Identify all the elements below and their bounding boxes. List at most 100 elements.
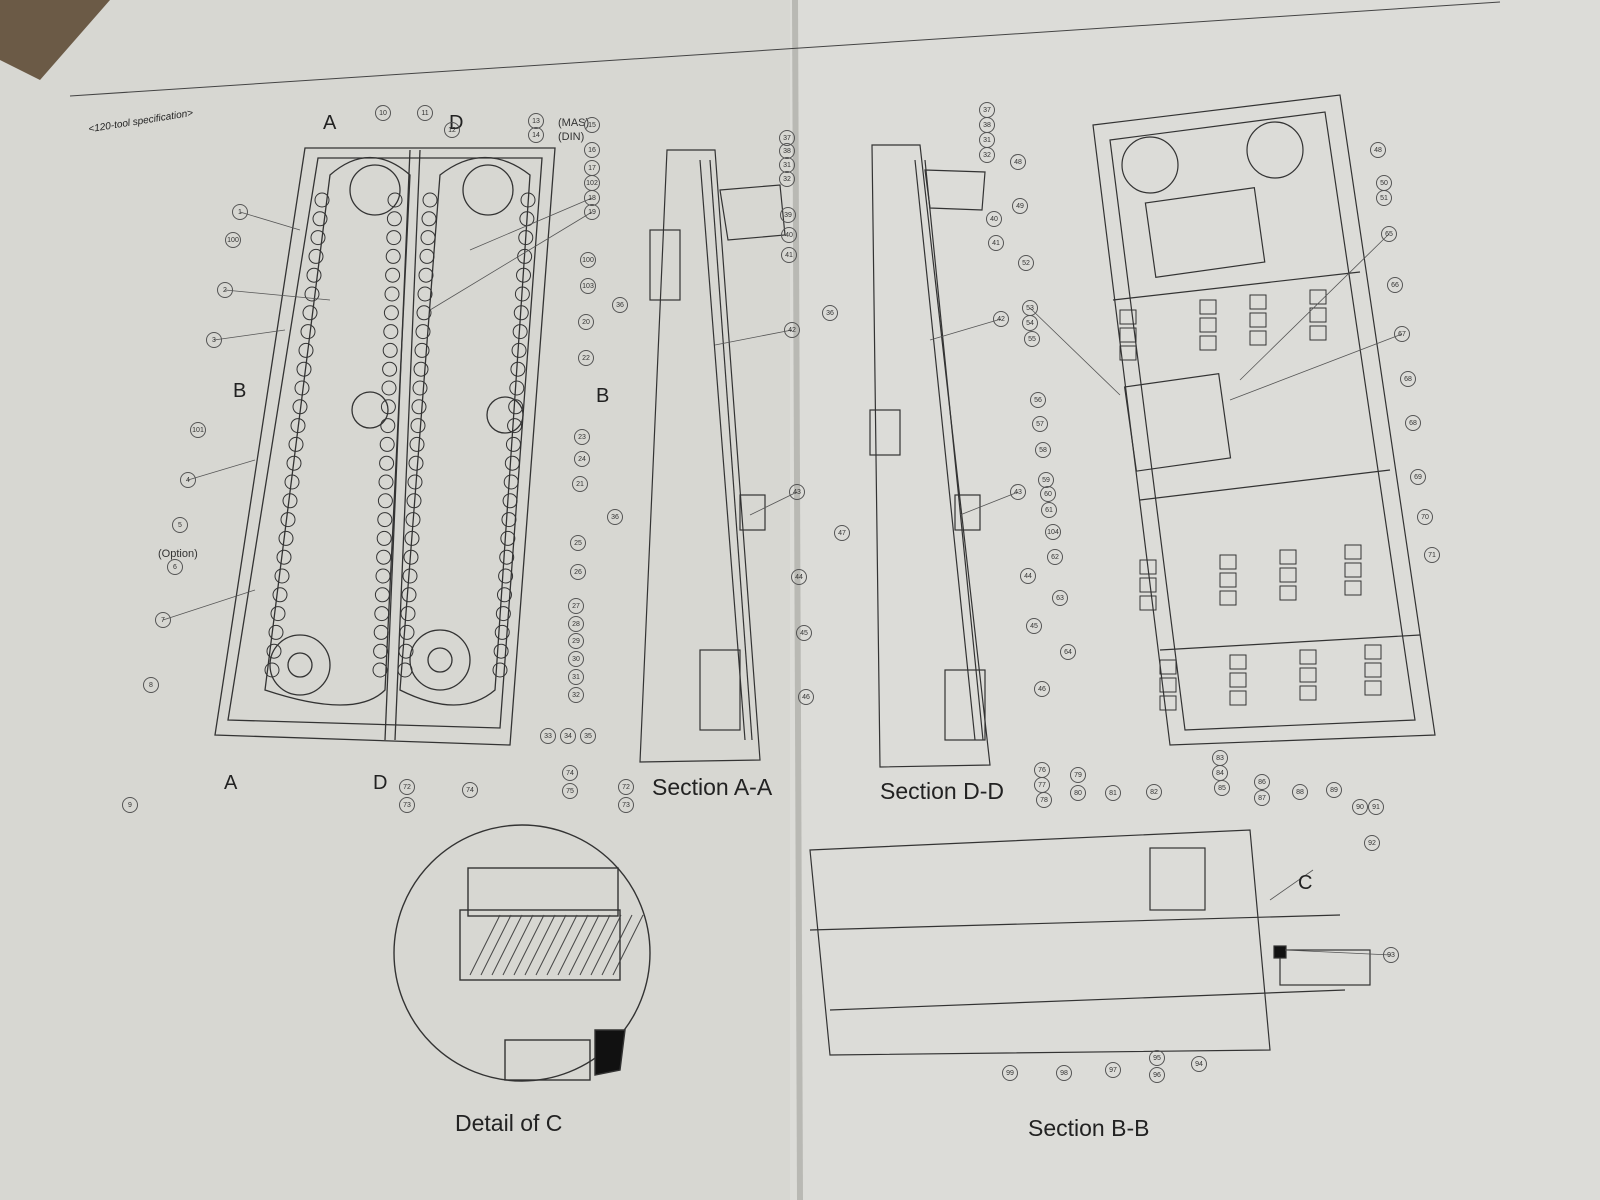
tool-pocket-23 <box>514 286 530 302</box>
leader-line-1 <box>224 289 331 301</box>
tool-pocket-52 <box>288 436 304 452</box>
section-bb-shaft-top <box>809 914 1341 931</box>
callout-right-col-17: 30 <box>568 651 584 667</box>
section-aa-motor <box>649 229 681 301</box>
plan-slot-7-2 <box>1344 580 1362 596</box>
plan-slot-7-1 <box>1344 562 1362 578</box>
callout-plan-3: 53 <box>1022 300 1038 316</box>
hatch-line-4 <box>513 914 545 976</box>
hatch-line-0 <box>469 914 501 976</box>
callout-right-col-10: 24 <box>574 451 590 467</box>
callout-plan-14: 63 <box>1052 590 1068 606</box>
callout-sec-dd-4: 40 <box>986 211 1002 227</box>
tool-pocket-96 <box>266 643 282 659</box>
callout-left-col-8: 7 <box>155 612 171 628</box>
plan-slot-6-2 <box>1279 585 1297 601</box>
sprocket-top-right <box>462 164 514 216</box>
plan-slot-0-2 <box>1119 345 1137 361</box>
section-aa-chain-2 <box>709 159 753 741</box>
tool-pocket-55 <box>505 436 521 452</box>
hatch-line-13 <box>612 914 644 976</box>
section-letter-b-left: B <box>233 380 247 402</box>
callout-plan-8: 58 <box>1035 442 1051 458</box>
callout-sec-dd-6: 36 <box>822 305 838 321</box>
section-aa-drawing <box>639 149 786 763</box>
detail-c-circle <box>393 824 651 1082</box>
tool-pocket-97 <box>373 643 389 659</box>
magazine-inner-frame <box>227 157 543 729</box>
plan-boss-left <box>1121 136 1179 194</box>
leader-line-13 <box>1229 333 1403 401</box>
callout-left-col-10: 9 <box>122 797 138 813</box>
plan-slot-3-2 <box>1309 325 1327 341</box>
callout-right-col-5: 100 <box>580 252 596 268</box>
hatch-line-10 <box>579 914 611 976</box>
sprocket-bottom-left <box>269 634 331 696</box>
hatch-line-3 <box>502 914 534 976</box>
tool-pocket-78 <box>403 549 419 565</box>
tool-pocket-0 <box>314 192 330 208</box>
tool-pocket-41 <box>381 380 397 396</box>
callout-sec-bb-13: 89 <box>1326 782 1342 798</box>
callout-right-col-11: 21 <box>572 476 588 492</box>
callout-right-col-9: 23 <box>574 429 590 445</box>
callout-right-col-1: 17 <box>584 160 600 176</box>
magazine-frame <box>214 147 556 746</box>
tool-pocket-24 <box>302 305 318 321</box>
plan-view-drawing <box>1092 94 1436 746</box>
tool-pocket-39 <box>510 361 526 377</box>
callout-sec-aa-13: 46 <box>798 689 814 705</box>
tool-pocket-80 <box>274 568 290 584</box>
tool-pocket-30 <box>415 324 431 340</box>
leader-line-5 <box>469 197 593 251</box>
tool-pocket-65 <box>377 493 393 509</box>
tool-pocket-46 <box>411 399 427 415</box>
plan-slot-0-1 <box>1119 327 1137 343</box>
tool-pocket-16 <box>306 267 322 283</box>
section-aa-head <box>719 184 786 241</box>
tool-pocket-64 <box>282 493 298 509</box>
center-boss-left <box>351 391 389 429</box>
section-dd-head <box>924 169 986 211</box>
callout-sec-dd-0: 37 <box>979 102 995 118</box>
callout-top-row-0: 10 <box>375 105 391 121</box>
tool-pocket-85 <box>374 587 390 603</box>
section-dd-outline <box>871 144 991 768</box>
tool-pocket-8 <box>310 230 326 246</box>
tool-pocket-90 <box>400 606 416 622</box>
callout-plan-13: 62 <box>1047 549 1063 565</box>
leader-line-12 <box>1239 233 1390 381</box>
callout-detail-c-0: 72 <box>399 779 415 795</box>
callout-sec-dd-3: 32 <box>979 147 995 163</box>
tool-pocket-100 <box>264 662 280 678</box>
tool-pocket-87 <box>496 587 512 603</box>
tool-pocket-93 <box>373 624 389 640</box>
tool-pocket-59 <box>504 455 520 471</box>
tool-pocket-61 <box>378 474 394 490</box>
section-bb-title: Section B-B <box>1028 1115 1150 1141</box>
section-dd-title: Section D-D <box>880 778 1004 804</box>
hatch-line-7 <box>546 914 578 976</box>
callout-sec-aa-12: 45 <box>796 625 812 641</box>
section-bb-housing <box>1149 847 1206 911</box>
tool-pocket-20 <box>304 286 320 302</box>
plan-slot-3-1 <box>1309 307 1327 323</box>
tool-pocket-84 <box>272 587 288 603</box>
callout-right-col-13: 26 <box>570 564 586 580</box>
hatch-line-5 <box>524 914 556 976</box>
callout-sec-dd-9: 43 <box>1010 484 1026 500</box>
tool-pocket-54 <box>409 436 425 452</box>
callout-top-row-1: 11 <box>417 105 433 121</box>
callout-detail-c-4: 75 <box>562 783 578 799</box>
hatch-line-6 <box>535 914 567 976</box>
plan-boss-right <box>1246 121 1304 179</box>
mas-label: (MAS) <box>558 117 590 129</box>
right-page <box>790 0 1600 1200</box>
tool-pocket-53 <box>379 436 395 452</box>
callout-plan-24: 69 <box>1410 469 1426 485</box>
detail-c-hatching <box>469 914 644 976</box>
hatch-line-8 <box>557 914 589 976</box>
section-aa-base-block <box>699 649 741 731</box>
tool-pocket-48 <box>290 418 306 434</box>
callout-right-col-12: 25 <box>570 535 586 551</box>
